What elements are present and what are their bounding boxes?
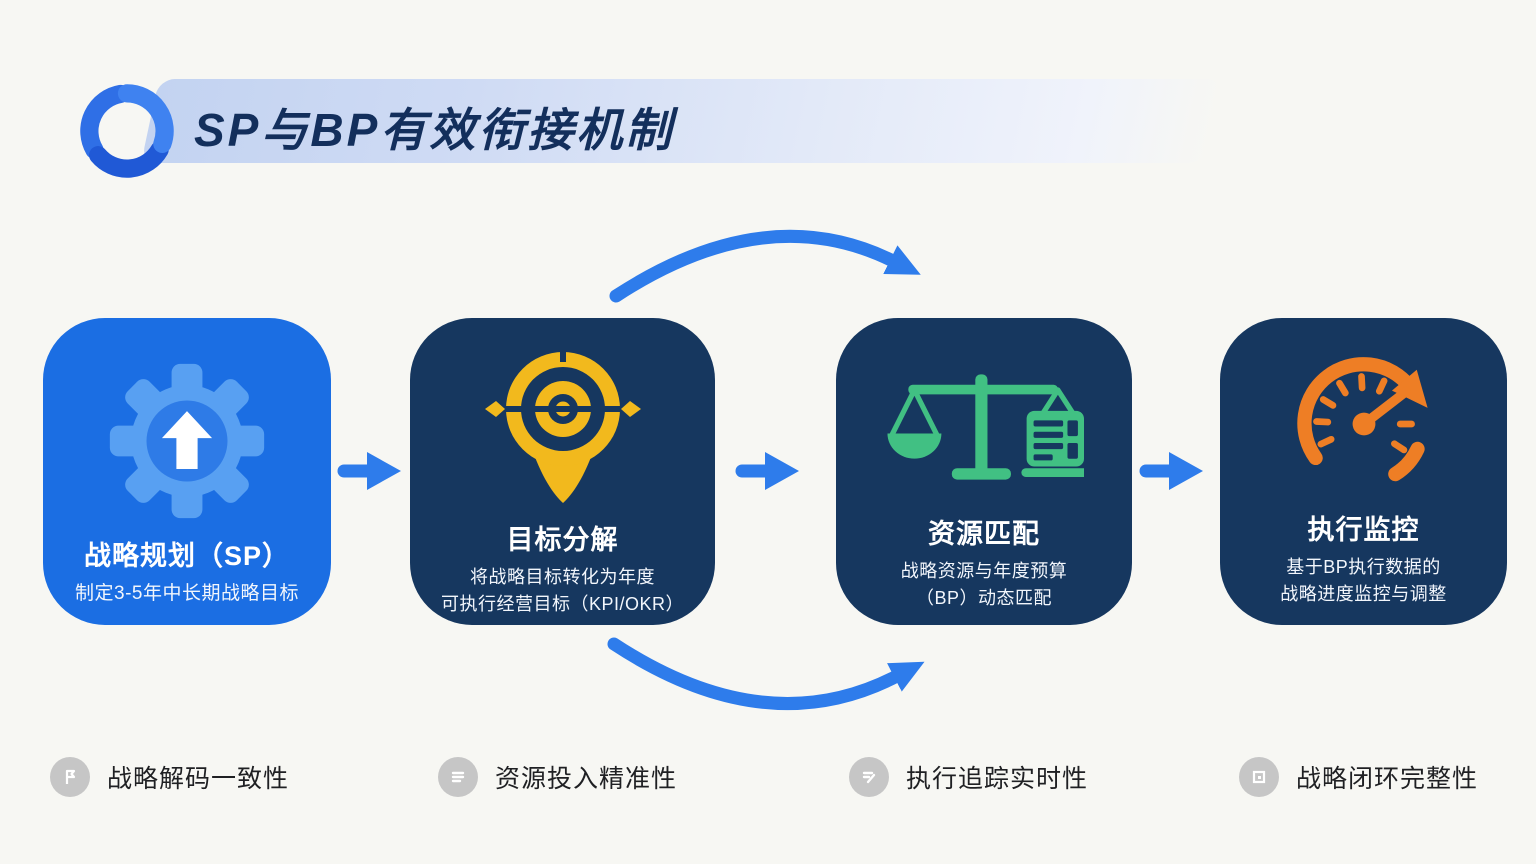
card-title: 战略规划（SP）	[83, 541, 291, 571]
right-arrow-icon	[735, 452, 799, 490]
card-resource-matching: 资源匹配 战略资源与年度预算 （BP）动态匹配	[836, 318, 1132, 625]
footer-item-execution-tracking: 执行追踪实时性	[849, 756, 1088, 798]
balance-scale-document-icon	[884, 356, 1084, 504]
right-arrow-icon	[337, 452, 401, 490]
target-pin-icon	[478, 328, 648, 510]
cycle-swirl-logo-icon	[80, 84, 174, 178]
flag-icon	[50, 757, 90, 797]
top-loop-arrow	[609, 229, 921, 303]
card-title: 目标分解	[506, 525, 619, 555]
footer-label: 战略闭环完整性	[1296, 765, 1479, 793]
right-arrow-icon	[1139, 452, 1203, 490]
gear-up-arrow-icon	[106, 362, 268, 520]
card-desc: 战略资源与年度预算 （BP）动态匹配	[900, 561, 1068, 608]
footer-label: 战略解码一致性	[107, 765, 290, 793]
page-title: SP与BP有效衔接机制	[194, 104, 675, 156]
qr-box-icon	[1239, 757, 1279, 797]
speedometer-icon	[1284, 348, 1444, 500]
footer-item-strategy-decoding: 战略解码一致性	[50, 756, 289, 798]
footer-label: 资源投入精准性	[495, 765, 678, 793]
footer-item-resource-precision: 资源投入精准性	[438, 756, 677, 798]
card-desc: 制定3-5年中长期战略目标	[75, 583, 299, 604]
bottom-loop-arrow	[607, 637, 925, 710]
list-icon	[438, 757, 478, 797]
card-title: 资源匹配	[928, 519, 1040, 549]
card-title: 执行监控	[1307, 515, 1420, 545]
card-goal-decomposition: 目标分解 将战略目标转化为年度 可执行经营目标（KPI/OKR）	[410, 318, 715, 625]
card-strategic-planning: 战略规划（SP） 制定3-5年中长期战略目标	[43, 318, 331, 625]
card-execution-monitoring: 执行监控 基于BP执行数据的 战略进度监控与调整	[1220, 318, 1507, 625]
footer-label: 执行追踪实时性	[906, 765, 1089, 793]
footer-item-closed-loop: 战略闭环完整性	[1239, 756, 1478, 798]
card-desc: 将战略目标转化为年度 可执行经营目标（KPI/OKR）	[440, 567, 685, 614]
card-desc: 基于BP执行数据的 战略进度监控与调整	[1280, 557, 1447, 604]
edit-note-icon	[849, 757, 889, 797]
